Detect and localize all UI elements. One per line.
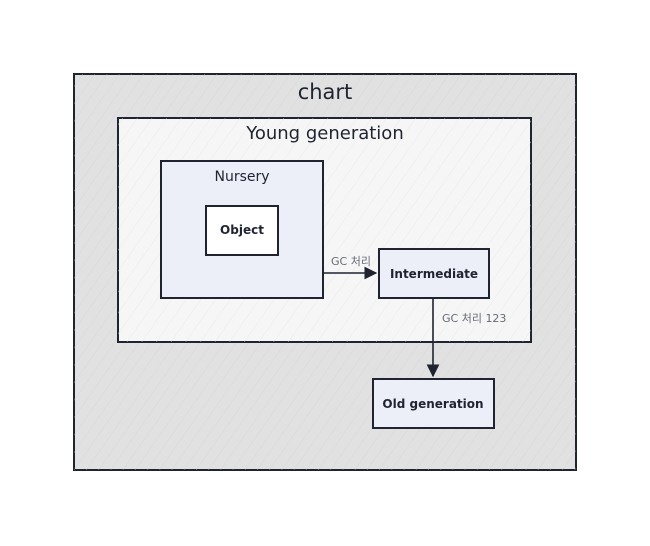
object-box bbox=[205, 205, 279, 256]
object-node: Object bbox=[205, 205, 279, 256]
old-generation-node: Old generation bbox=[372, 378, 495, 429]
edge-nursery-to-intermediate-label: GC 처리 bbox=[331, 255, 371, 268]
edge-nursery-to-intermediate: GC 처리 bbox=[323, 255, 378, 280]
nursery-title: Nursery bbox=[214, 169, 269, 185]
chart-title: chart bbox=[298, 80, 353, 104]
object-label: Object bbox=[220, 223, 264, 237]
intermediate-box bbox=[378, 248, 490, 299]
intermediate-label: Intermediate bbox=[390, 267, 478, 281]
intermediate-node: Intermediate bbox=[378, 248, 490, 299]
young-generation-container: Young generation bbox=[117, 117, 532, 343]
old-generation-label: Old generation bbox=[382, 397, 483, 411]
old-generation-box bbox=[372, 378, 495, 429]
edge-intermediate-to-old: GC 처리 123 bbox=[426, 298, 506, 378]
edge-intermediate-to-old-label: GC 처리 123 bbox=[442, 312, 506, 325]
young-generation-title: Young generation bbox=[245, 123, 403, 144]
